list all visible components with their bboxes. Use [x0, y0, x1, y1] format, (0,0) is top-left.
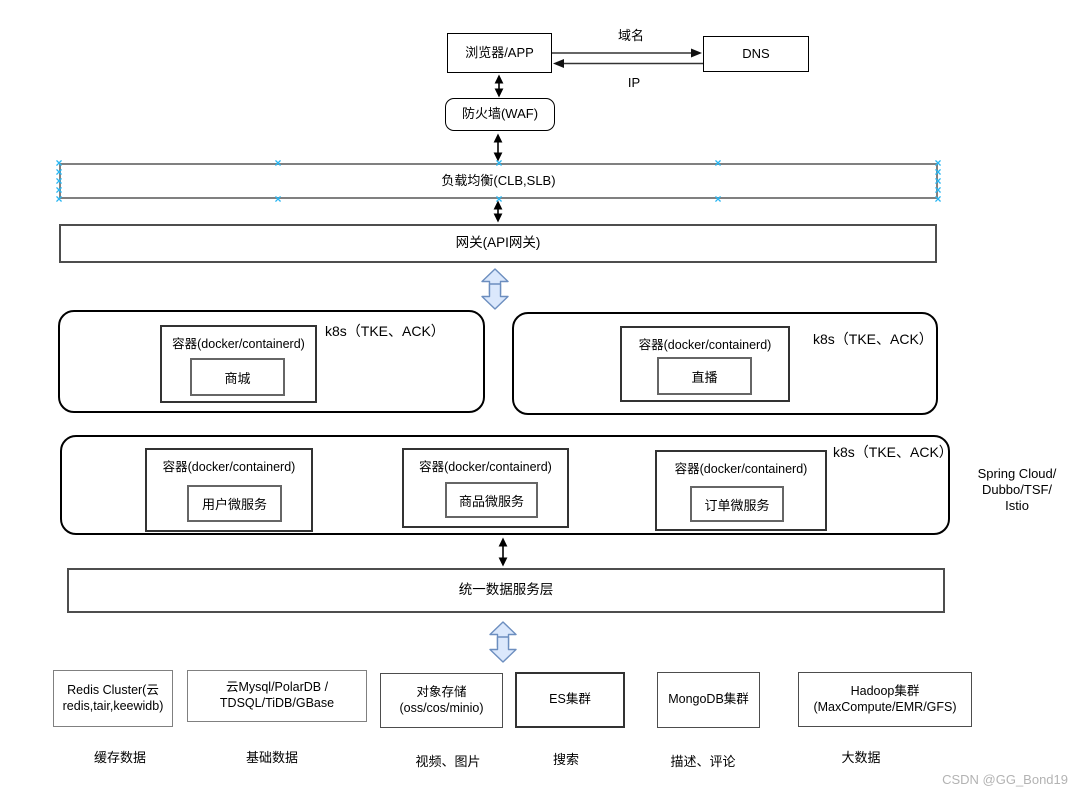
- csdn-watermark: CSDN @GG_Bond19: [942, 772, 1068, 787]
- category-search: 搜索: [552, 752, 579, 767]
- k8s-cluster-mall-label: k8s（TKE、ACK）: [325, 323, 445, 339]
- node-redis-cluster[interactable]: Redis Cluster(云 redis,tair,keewidb): [53, 670, 173, 727]
- service-product[interactable]: 商品微服务: [445, 482, 538, 518]
- category-description-comments: 描述、评论: [670, 754, 736, 769]
- edge-label-ip: IP: [627, 75, 641, 90]
- double-arrow-gateway-k8s-icon: [481, 268, 509, 310]
- node-api-gateway[interactable]: 网关(API网关): [59, 224, 937, 263]
- service-order[interactable]: 订单微服务: [690, 486, 784, 522]
- node-object-storage[interactable]: 对象存储 (oss/cos/minio): [380, 673, 503, 728]
- category-big-data: 大数据: [841, 750, 881, 765]
- node-waf-firewall[interactable]: 防火墙(WAF): [445, 98, 555, 131]
- edge-label-domain: 域名: [617, 28, 644, 43]
- node-browser-app[interactable]: 浏览器/APP: [447, 33, 552, 73]
- node-hadoop-cluster[interactable]: Hadoop集群 (MaxCompute/EMR/GFS): [798, 672, 972, 727]
- double-arrow-data-storage-icon: [489, 621, 517, 663]
- k8s-cluster-live-label: k8s（TKE、ACK）: [813, 331, 933, 347]
- category-cache-data: 缓存数据: [93, 750, 146, 765]
- node-load-balancer[interactable]: 负载均衡(CLB,SLB): [59, 163, 938, 199]
- node-dns[interactable]: DNS: [703, 36, 809, 72]
- node-es-cluster[interactable]: ES集群: [515, 672, 625, 728]
- category-basic-data: 基础数据: [245, 750, 298, 765]
- service-live[interactable]: 直播: [657, 357, 752, 395]
- service-user[interactable]: 用户微服务: [187, 485, 282, 522]
- node-mysql-cluster[interactable]: 云Mysql/PolarDB / TDSQL/TiDB/GBase: [187, 670, 367, 722]
- service-mall[interactable]: 商城: [190, 358, 285, 396]
- node-mongodb-cluster[interactable]: MongoDB集群: [657, 672, 760, 728]
- microservice-framework-note: Spring Cloud/ Dubbo/TSF/ Istio: [977, 466, 1057, 513]
- k8s-cluster-microservices-label: k8s（TKE、ACK）: [833, 444, 953, 460]
- category-video-image: 视频、图片: [415, 754, 481, 769]
- node-data-service-layer[interactable]: 统一数据服务层: [67, 568, 945, 613]
